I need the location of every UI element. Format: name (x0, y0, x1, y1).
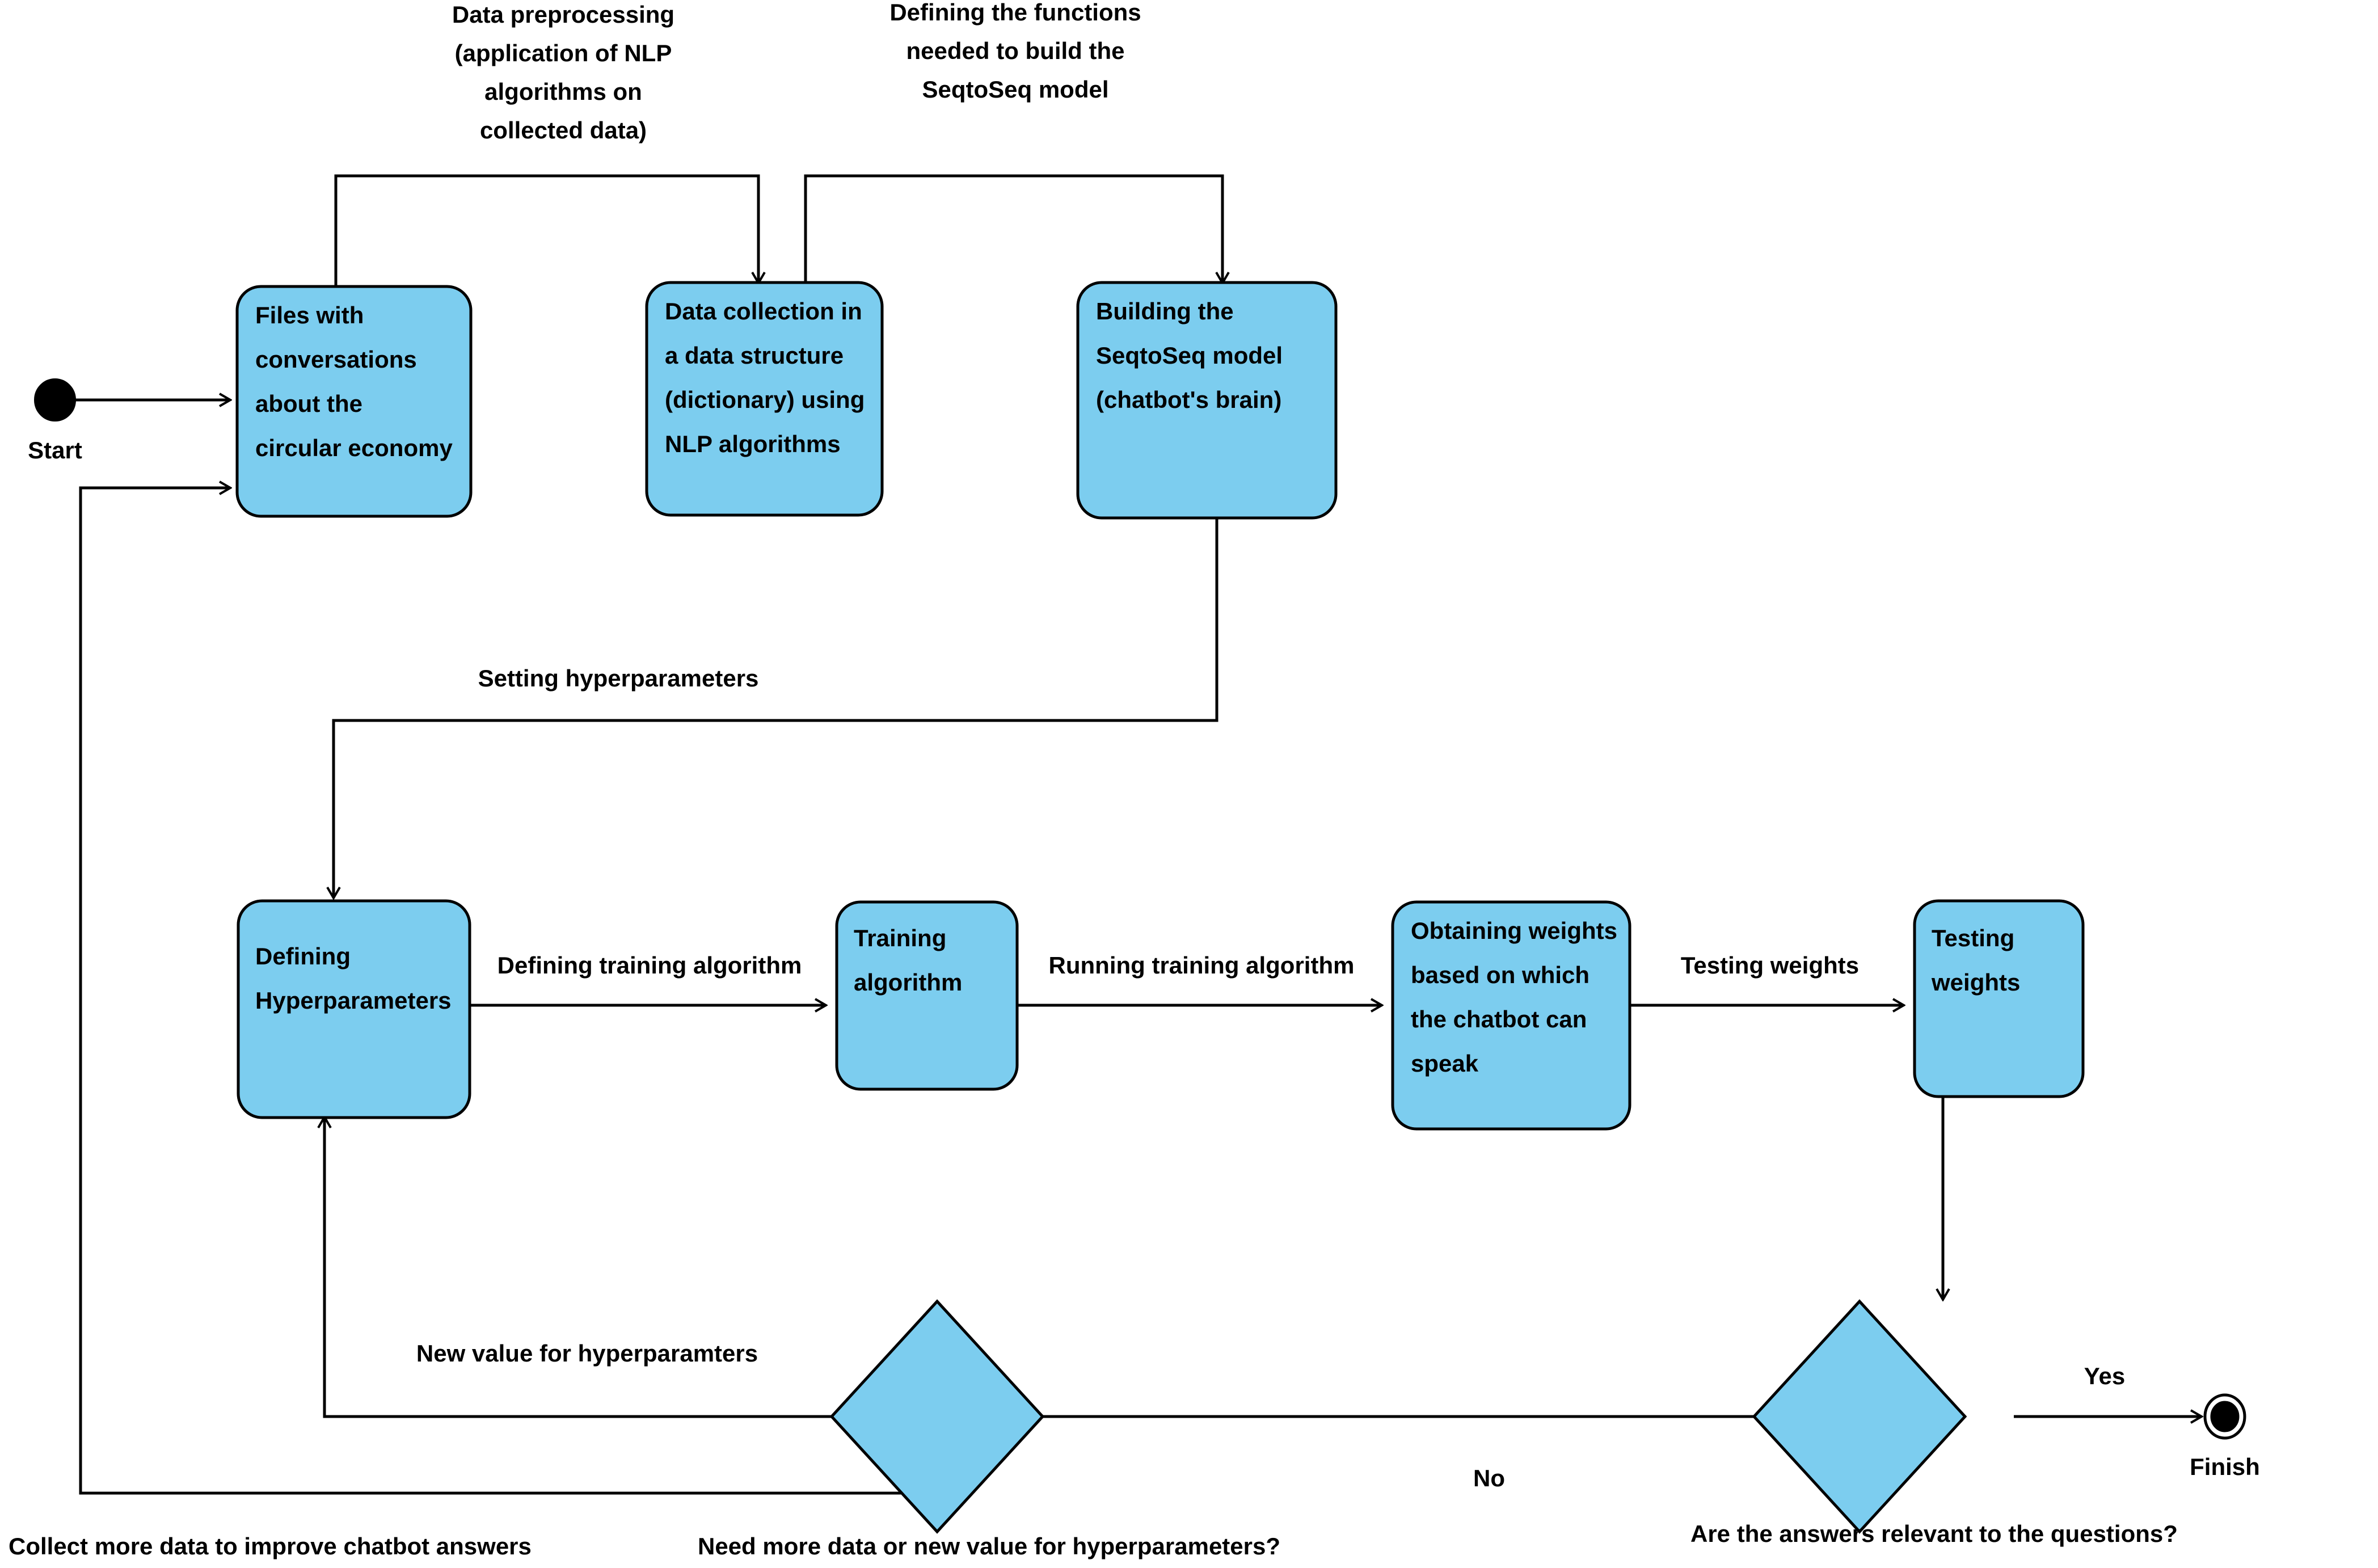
activity-line: the chatbot can (1411, 1006, 1587, 1032)
activity-line: Defining (255, 943, 351, 970)
edge-data-collection-to-building (804, 174, 1222, 286)
edge-files-to-data-collection (334, 174, 758, 286)
note-line: algorithms on (484, 78, 642, 105)
activity-line: SeqtoSeq model (1096, 342, 1283, 369)
activity-line: (chatbot's brain) (1096, 386, 1281, 413)
note-defining-functions: Defining the functions needed to build t… (889, 0, 1141, 103)
activity-files-conversations[interactable]: Files with conversations about the circu… (235, 285, 473, 518)
activity-line: speak (1411, 1050, 1479, 1077)
activity-line: about the (255, 390, 362, 417)
activity-line: Hyperparameters (255, 987, 452, 1014)
decision-answers-relevant[interactable]: Are the answers relevant to the question… (1690, 1299, 2178, 1547)
decision-need-more-data[interactable]: Need more data or new value for hyperpar… (698, 1299, 1280, 1559)
activity-line: Files with (255, 302, 364, 328)
activity-line: conversations (255, 346, 417, 373)
activity-line: weights (1931, 969, 2020, 996)
activity-obtaining-weights[interactable]: Obtaining weights based on which the cha… (1391, 900, 1631, 1131)
activity-data-collection[interactable]: Data collection in a data structure (dic… (645, 281, 884, 517)
note-line: Data preprocessing (452, 1, 674, 28)
edge-label-collect-more-data: Collect more data to improve chatbot ans… (9, 1533, 532, 1559)
activity-building-seqtoseq[interactable]: Building the SeqtoSeq model (chatbot's b… (1076, 281, 1338, 520)
activity-line: Testing (1932, 925, 2014, 951)
edge-label-setting-hyperparameters: Setting hyperparameters (478, 665, 759, 692)
edge-label-running-training-algorithm: Running training algorithm (1049, 952, 1355, 979)
finish-label: Finish (2190, 1453, 2260, 1480)
activity-line: circular economy (255, 435, 453, 461)
activity-defining-hyperparameters[interactable]: Defining Hyperparameters (237, 899, 471, 1119)
note-line: Defining the functions (889, 0, 1141, 26)
activity-line: (dictionary) using (665, 386, 865, 413)
edge-label-testing-weights: Testing weights (1681, 952, 1859, 979)
start-node: Start (28, 378, 82, 463)
edge-label-defining-training-algorithm: Defining training algorithm (497, 952, 802, 979)
activity-line: NLP algorithms (665, 431, 841, 457)
edge-new-value-to-defining-hyperparameters (324, 1118, 863, 1418)
note-line: collected data) (480, 117, 647, 144)
activity-line: based on which (1411, 962, 1589, 988)
edge-label-new-value: New value for hyperparamters (416, 1340, 758, 1367)
edge-building-to-defining-hyperparameters (334, 517, 1218, 897)
edge-label-yes: Yes (2084, 1363, 2125, 1389)
start-label: Start (28, 437, 82, 463)
activity-line: Training (854, 925, 946, 951)
note-line: needed to build the (906, 37, 1125, 64)
activity-line: Data collection in (665, 298, 862, 324)
decision-caption: Are the answers relevant to the question… (1690, 1520, 2178, 1547)
edge-label-no: No (1473, 1465, 1505, 1491)
finish-node: Finish (2190, 1393, 2260, 1480)
activity-line: a data structure (665, 342, 844, 369)
note-data-preprocessing: Data preprocessing (application of NLP a… (452, 1, 674, 144)
decision-caption: Need more data or new value for hyperpar… (698, 1533, 1280, 1559)
activity-training-algorithm[interactable]: Training algorithm (835, 900, 1019, 1091)
note-line: (application of NLP (455, 40, 672, 66)
activity-line: algorithm (854, 969, 962, 996)
activity-testing-weights[interactable]: Testing weights (1913, 899, 2085, 1098)
activity-line: Obtaining weights (1411, 917, 1617, 944)
activity-line: Building the (1096, 298, 1234, 324)
note-line: SeqtoSeq model (922, 76, 1108, 103)
